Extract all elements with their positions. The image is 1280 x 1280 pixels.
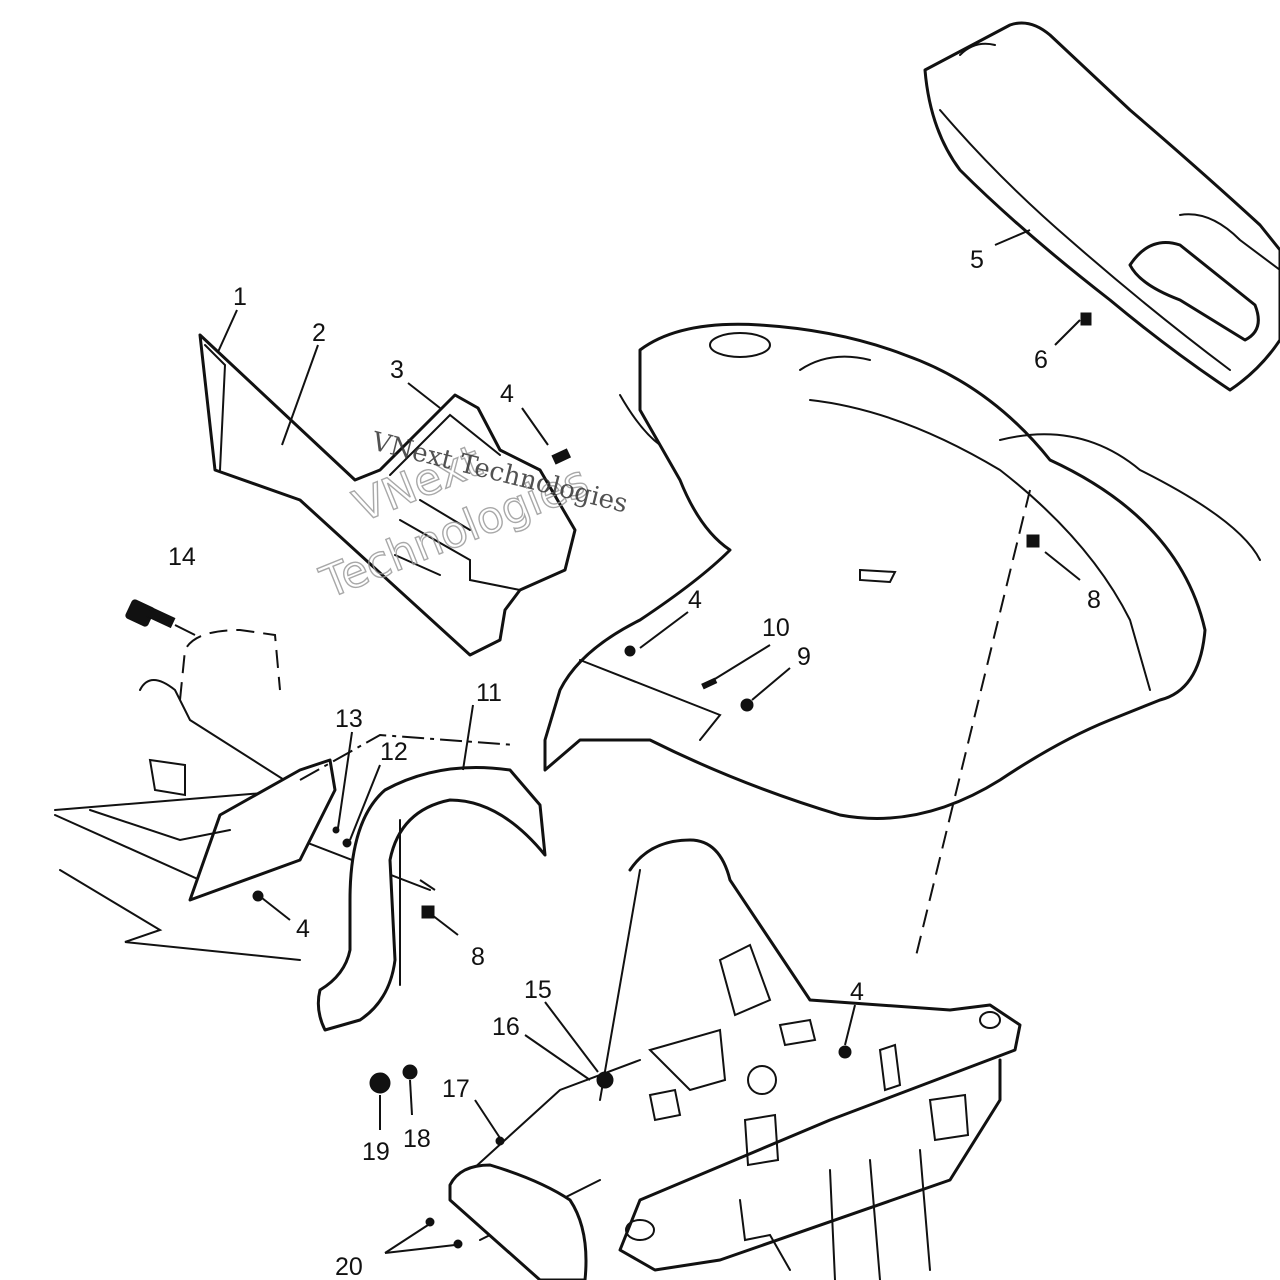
callout-16: 16 — [492, 1013, 520, 1041]
callout-10: 10 — [762, 614, 790, 642]
callout-9: 9 — [797, 643, 811, 671]
callout-4b: 4 — [688, 586, 702, 614]
side-panel-part — [198, 333, 577, 657]
callout-4a: 4 — [500, 380, 514, 408]
callout-11: 11 — [476, 679, 502, 707]
hardware-items — [252, 312, 1092, 1249]
front-body-part — [543, 322, 1261, 820]
bumper-part — [448, 1163, 588, 1280]
callout-17: 17 — [442, 1075, 470, 1103]
callout-18: 18 — [403, 1125, 431, 1153]
callout-19: 19 — [362, 1138, 390, 1166]
callout-4c: 4 — [296, 915, 310, 943]
callout-4d: 4 — [850, 978, 864, 1006]
frame-part — [449, 838, 1022, 1280]
seat-part — [923, 21, 1280, 392]
callout-13: 13 — [335, 705, 363, 733]
callout-3: 3 — [390, 356, 404, 384]
callout-15: 15 — [524, 976, 552, 1004]
alignment-lines — [299, 489, 1031, 961]
callout-14: 14 — [168, 543, 196, 571]
callout-labels: 1 2 3 4 4 4 4 5 6 8 8 9 10 11 12 13 14 1… — [168, 246, 1101, 1280]
callout-8b: 8 — [471, 943, 485, 971]
callout-20: 20 — [335, 1253, 363, 1280]
leader-lines — [174, 229, 1081, 1254]
callout-8a: 8 — [1087, 586, 1101, 614]
callout-1: 1 — [233, 283, 247, 311]
fender-flare-part — [316, 766, 547, 1032]
callout-2: 2 — [312, 319, 326, 347]
callout-6: 6 — [1034, 346, 1048, 374]
callout-5: 5 — [970, 246, 984, 274]
bolt-part — [125, 599, 176, 629]
footrest-part — [54, 628, 431, 961]
callout-12: 12 — [380, 738, 408, 766]
